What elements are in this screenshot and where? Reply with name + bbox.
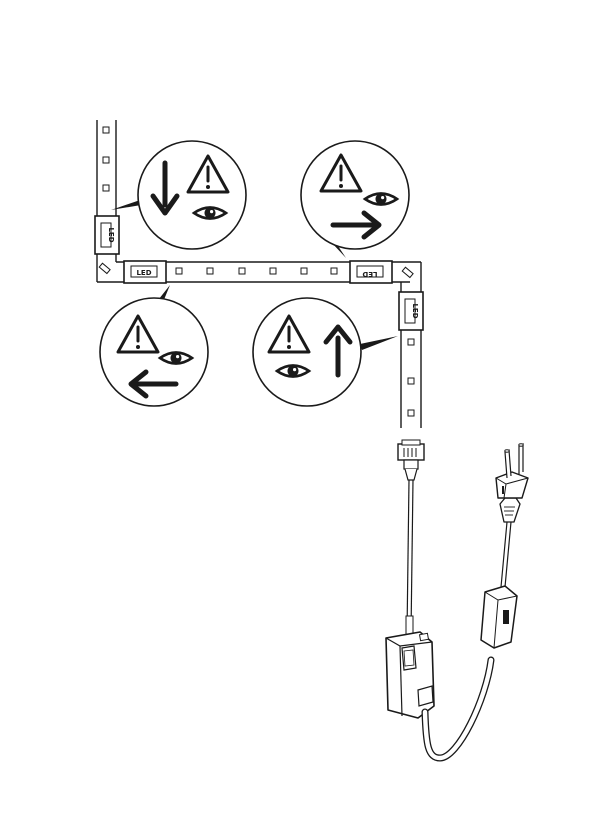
low-voltage-cable [406,480,413,636]
strip-connector-horizontal-left: LED [124,261,166,283]
cable-to-plug [501,522,511,587]
connector-label: LED [136,269,151,277]
inline-switch [481,586,517,648]
strip-connector-right-vertical: LED [399,292,423,330]
connector-label: LED [411,303,419,318]
callout-bottom-left [100,298,208,406]
eye-icon [194,208,226,219]
connector-label: LED [107,227,115,242]
power-adapter [386,632,434,718]
strip-connector-left-vertical: LED [95,216,119,254]
eu-plug [496,444,528,522]
eye-icon [160,353,192,364]
strip-input-connector [398,440,424,480]
eye-icon [277,366,309,377]
mains-cable [425,660,491,758]
strip-connector-horizontal-right: LED [350,261,392,283]
callout-top-right [301,141,409,249]
callout-bottom-right [253,298,361,406]
connector-label: LED [362,270,377,278]
callout-top-left [138,141,246,249]
switch-rocker [503,610,509,624]
eye-icon [365,194,397,205]
